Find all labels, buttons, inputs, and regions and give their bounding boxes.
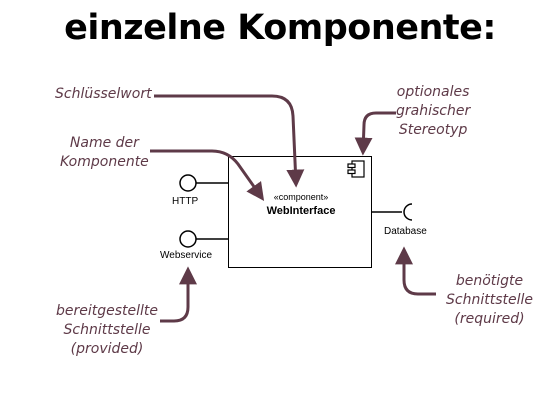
annotation-stereo-line1: optionales: [396, 84, 470, 100]
annotation-name-line1: Name der: [69, 135, 139, 151]
http-lollipop-icon: [179, 174, 197, 192]
annotation-provided: bereitgestellte Schnittstelle (provided): [56, 302, 158, 359]
annotation-stereo-line3: Stereotyp: [398, 122, 468, 138]
component-stereotype: «component»: [273, 192, 329, 202]
arrow-keyword: [154, 94, 305, 188]
annotation-provided-line2: Schnittstelle: [63, 322, 151, 338]
database-socket-icon: [403, 203, 413, 221]
arrow-stereotype: [354, 111, 396, 156]
arrow-provided: [160, 266, 197, 323]
interface-label-database: Database: [384, 226, 427, 237]
arrow-required: [395, 246, 436, 296]
component-icon: [347, 160, 365, 178]
annotation-required: benötigte Schnittstelle (required): [446, 272, 533, 329]
webservice-lollipop-icon: [179, 230, 197, 248]
annotation-required-line1: benötigte: [455, 273, 524, 289]
annotation-stereo-line2: grahischer: [396, 103, 471, 119]
annotation-name-line2: Komponente: [60, 154, 149, 170]
annotation-required-line3: (required): [454, 311, 525, 327]
annotation-keyword: Schlüsselwort: [55, 85, 152, 104]
page-title: einzelne Komponente:: [64, 8, 496, 48]
annotation-stereotype: optionales grahischer Stereotyp: [396, 83, 470, 140]
arrow-component-name: [150, 149, 265, 201]
interface-label-webservice: Webservice: [160, 250, 213, 261]
interface-label-http: HTTP: [172, 196, 199, 207]
annotation-provided-line3: (provided): [70, 341, 144, 357]
annotation-required-line2: Schnittstelle: [446, 292, 533, 308]
annotation-keyword-text: Schlüsselwort: [55, 86, 152, 102]
annotation-provided-line1: bereitgestellte: [56, 303, 159, 319]
component-name: WebInterface: [266, 205, 336, 217]
annotation-component-name: Name der Komponente: [60, 134, 149, 172]
